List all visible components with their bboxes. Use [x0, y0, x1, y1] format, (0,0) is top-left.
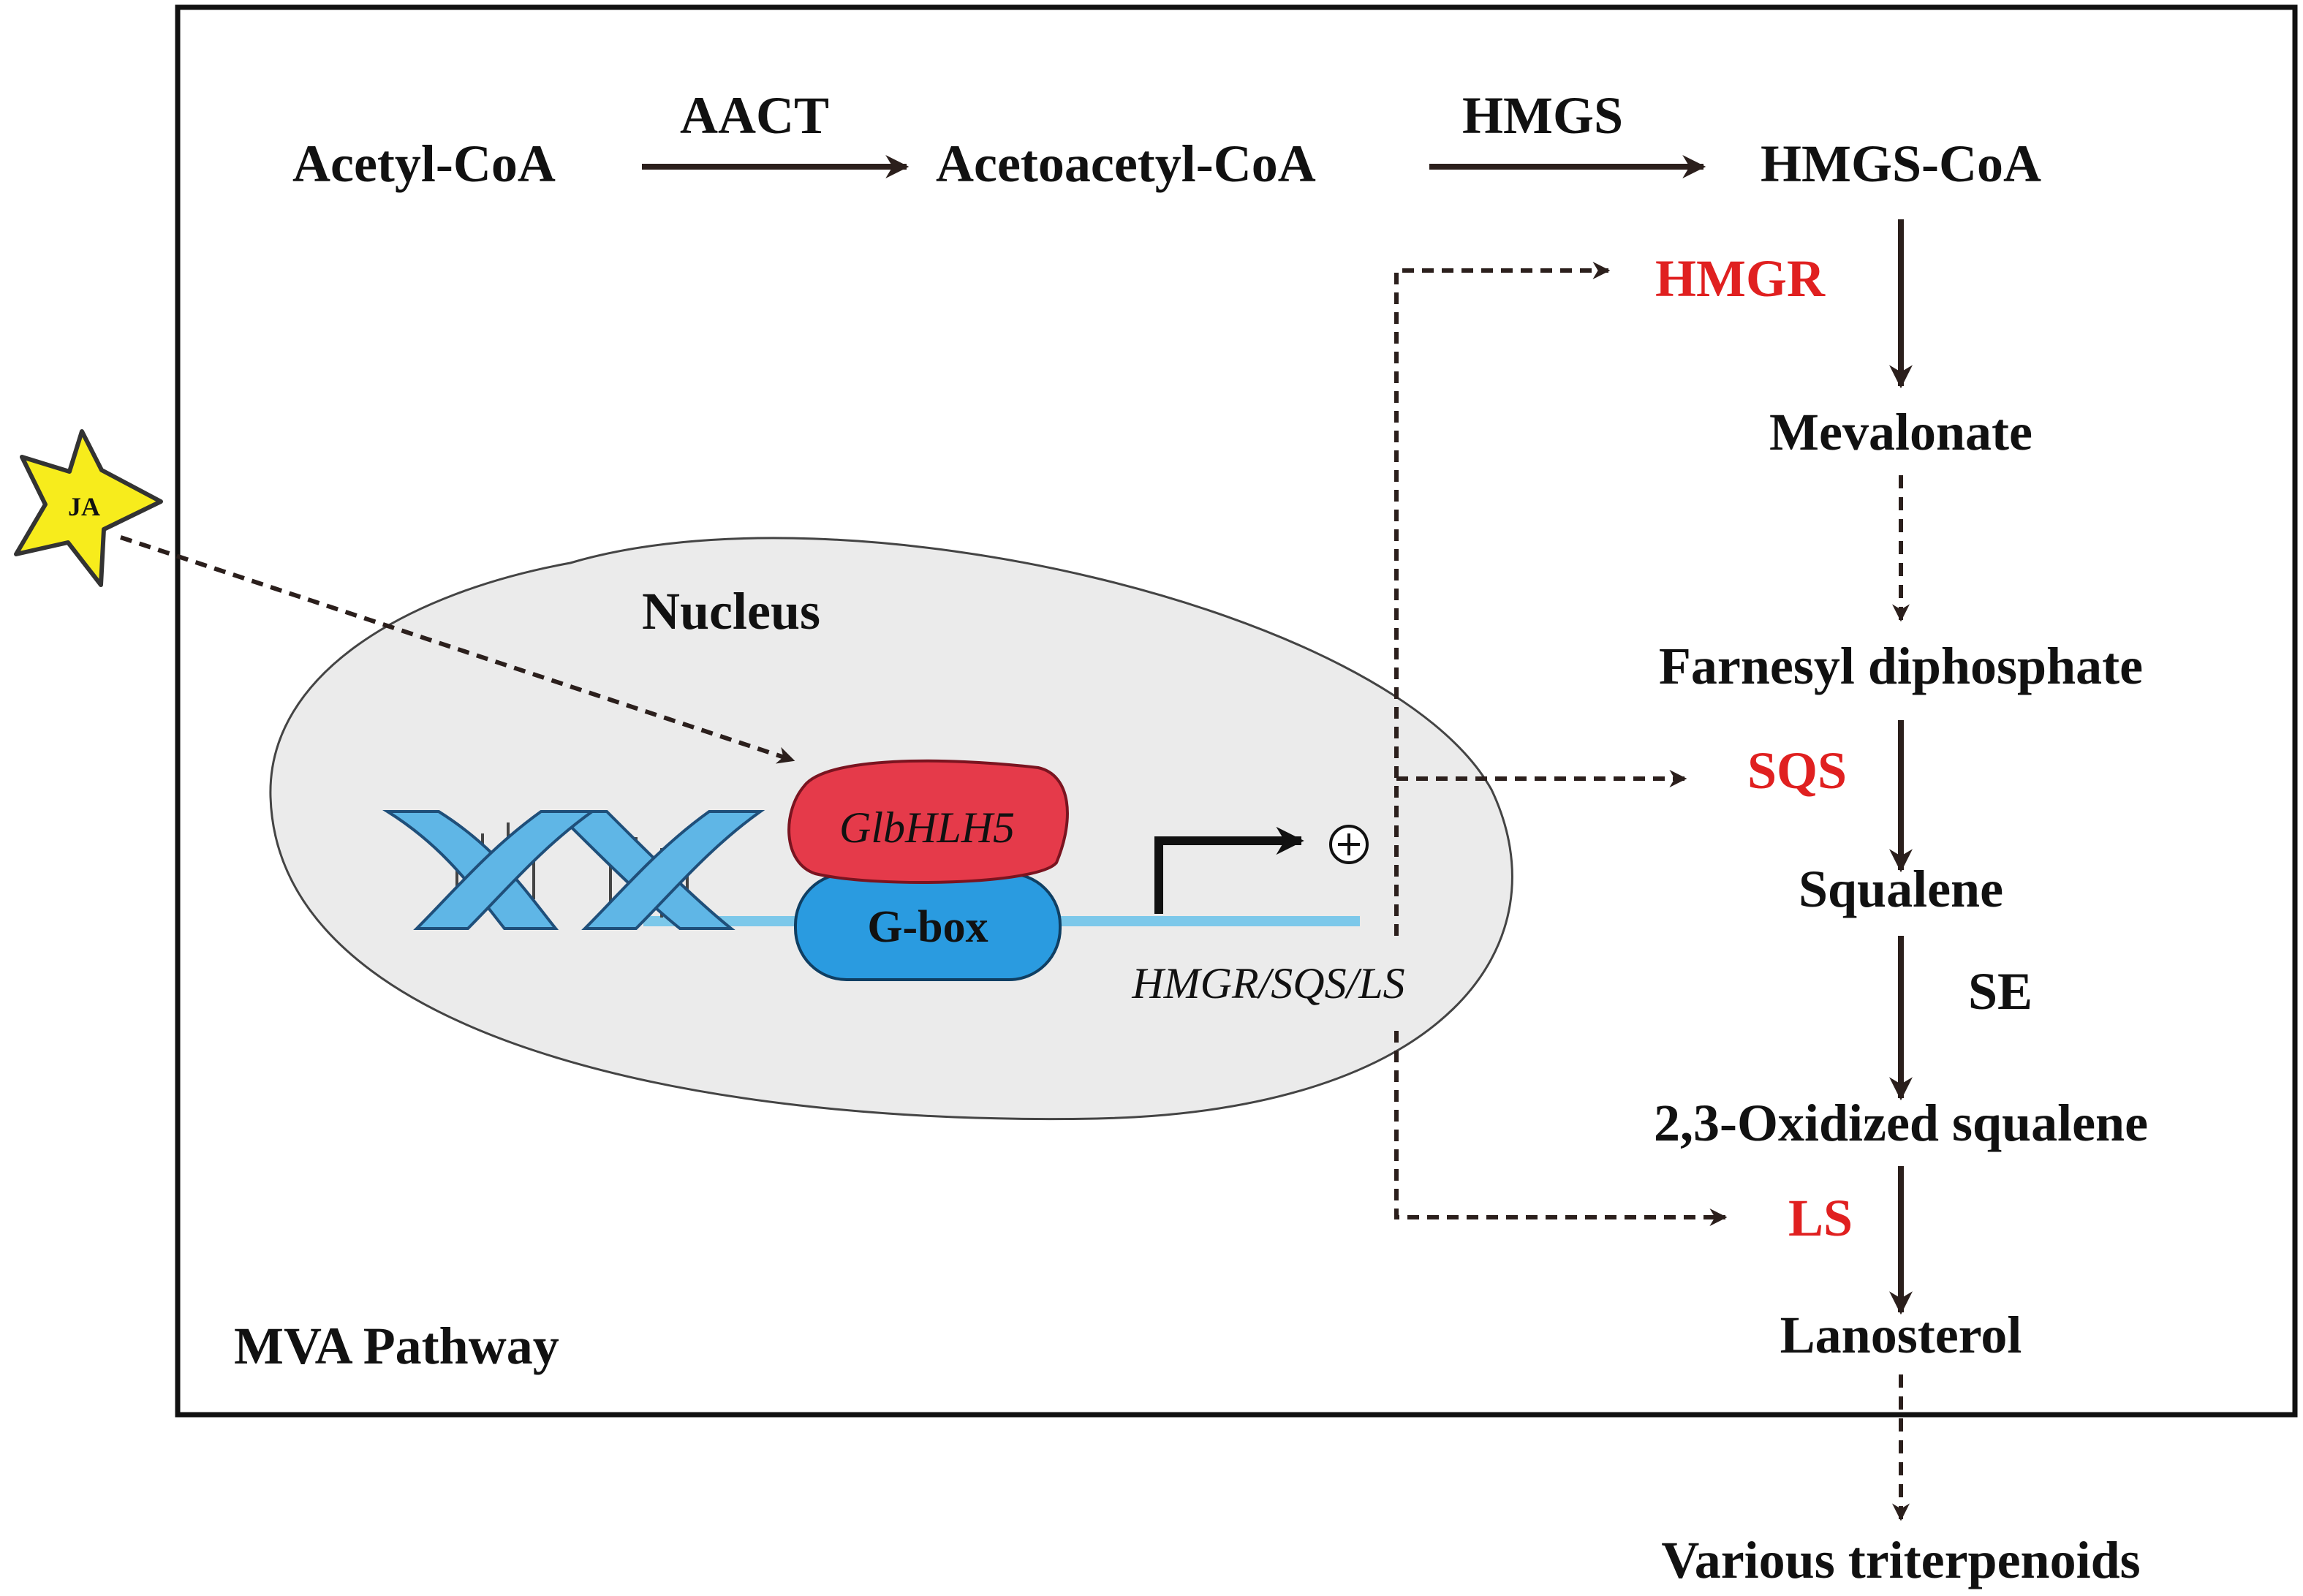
- glbhlh5-protein: [787, 759, 1069, 884]
- aact-enzyme-label: AACT: [680, 86, 829, 145]
- activation-plus-icon: [1329, 825, 1369, 864]
- farnesyl-diphosphate-label: Farnesyl diphosphate: [1659, 637, 2143, 695]
- target-genes-label: HMGR/SQS/LS: [1131, 959, 1404, 1007]
- acetyl-coa-label: Acetyl-CoA: [292, 135, 556, 193]
- various-triterpenoids-label: Various triterpenoids: [1661, 1531, 2140, 1589]
- se-enzyme-label: SE: [1968, 962, 2032, 1021]
- transcription-start-arrow: [1154, 826, 1304, 914]
- mevalonate-label: Mevalonate: [1769, 403, 2032, 461]
- regulation-arrow-to-hmgr: [1394, 262, 1611, 936]
- hmgr-enzyme-label: HMGR: [1655, 249, 1826, 308]
- sqs-enzyme-label: SQS: [1747, 741, 1847, 800]
- ja-star-icon: [14, 429, 163, 587]
- nucleus-label: Nucleus: [642, 582, 820, 640]
- glbhlh5-label: GlbHLH5: [839, 803, 1015, 852]
- oxidized-squalene-label: 2,3-Oxidized squalene: [1654, 1094, 2148, 1152]
- hmgs-enzyme-label: HMGS: [1462, 86, 1623, 145]
- acetoacetyl-coa-label: Acetoacetyl-CoA: [936, 135, 1316, 193]
- mva-pathway-label: MVA Pathway: [234, 1317, 559, 1375]
- dna-helix-icon: [382, 810, 765, 930]
- pathway-frame: [175, 4, 2298, 1418]
- ls-enzyme-label: LS: [1788, 1189, 1853, 1247]
- regulation-arrow-to-ls: [1394, 1031, 1728, 1226]
- hmgs-coa-label: HMGS-CoA: [1761, 135, 2041, 193]
- lanosterol-label: Lanosterol: [1780, 1306, 2022, 1364]
- ja-label: JA: [68, 492, 100, 521]
- g-box-label: G-box: [867, 902, 988, 952]
